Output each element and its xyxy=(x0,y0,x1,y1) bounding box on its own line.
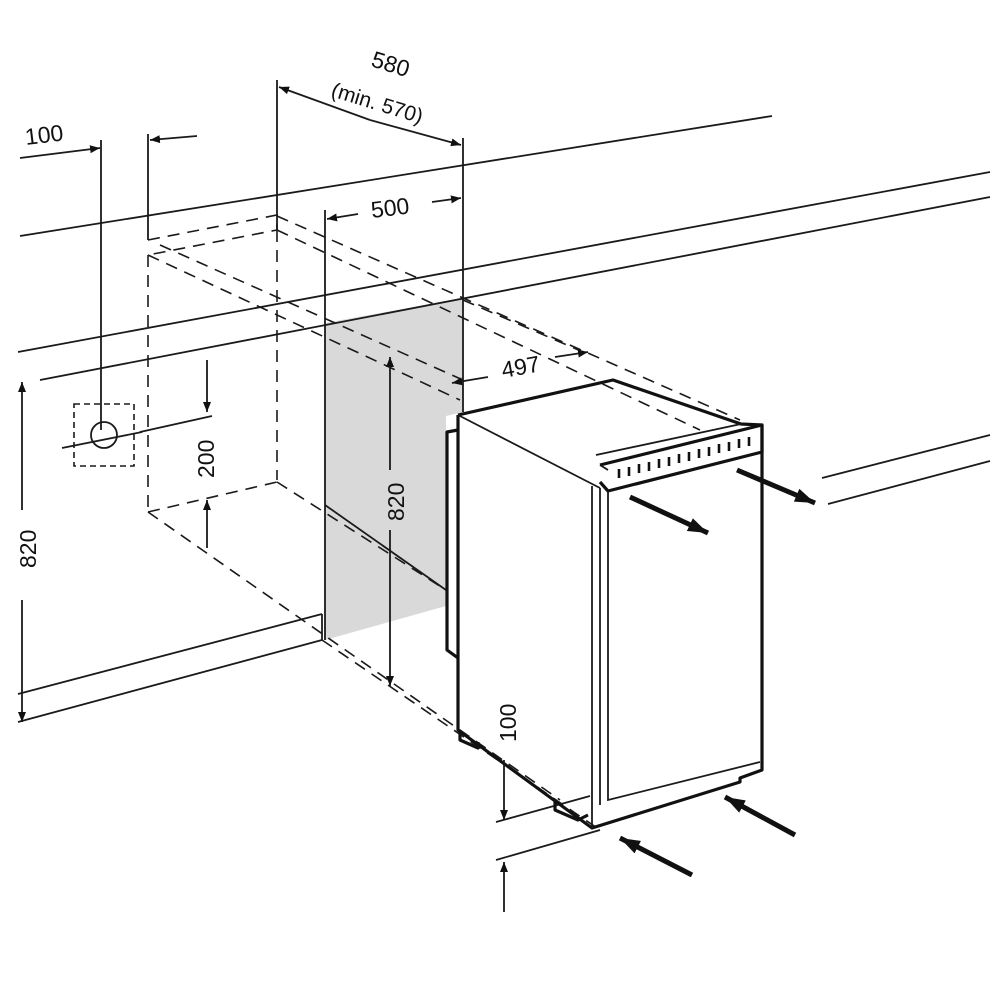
countertop-lines xyxy=(17,115,991,505)
label-niche-depth: 580 xyxy=(369,46,413,82)
floor-lines xyxy=(17,613,601,861)
air-out-arrow-side xyxy=(736,467,816,506)
appliance xyxy=(445,378,764,830)
vent-grille xyxy=(617,437,751,478)
airflow-arrows xyxy=(618,467,816,878)
label-opening-height: 820 xyxy=(383,483,409,521)
label-appliance-depth: 497 xyxy=(499,351,541,383)
vent-opening-area xyxy=(325,298,463,640)
socket-icon xyxy=(61,403,213,467)
label-vent-depth: 500 xyxy=(369,192,410,222)
label-socket-height: 200 xyxy=(193,440,219,478)
extension-lines xyxy=(100,80,464,640)
dimension-arrows xyxy=(18,86,589,912)
air-out-arrow-front xyxy=(628,494,710,536)
air-in-arrow-right xyxy=(723,794,797,838)
label-plinth-height: 100 xyxy=(495,704,521,742)
label-side-gap: 100 xyxy=(23,119,64,149)
label-niche-height: 820 xyxy=(15,530,41,568)
air-in-arrow-left xyxy=(618,835,694,878)
label-niche-depth-min: (min. 570) xyxy=(329,79,426,129)
